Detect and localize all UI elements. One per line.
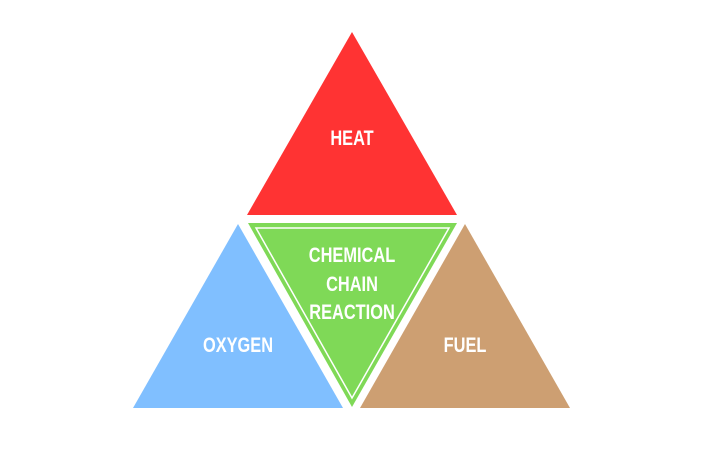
oxygen-triangle xyxy=(133,224,343,408)
chemical-chain-reaction-triangle xyxy=(248,223,457,407)
chemical-chain-reaction-inner-border xyxy=(254,227,451,400)
chemical-label-line-1: CHEMICAL xyxy=(309,243,395,266)
heat-triangle xyxy=(247,32,457,215)
heat-label: HEAT xyxy=(330,126,374,149)
fuel-label: FUEL xyxy=(444,333,487,356)
chemical-label-line-2: CHAIN xyxy=(326,272,378,295)
chemical-label-line-3: REACTION xyxy=(309,300,395,323)
fuel-triangle xyxy=(360,224,570,408)
oxygen-label: OXYGEN xyxy=(203,333,273,356)
